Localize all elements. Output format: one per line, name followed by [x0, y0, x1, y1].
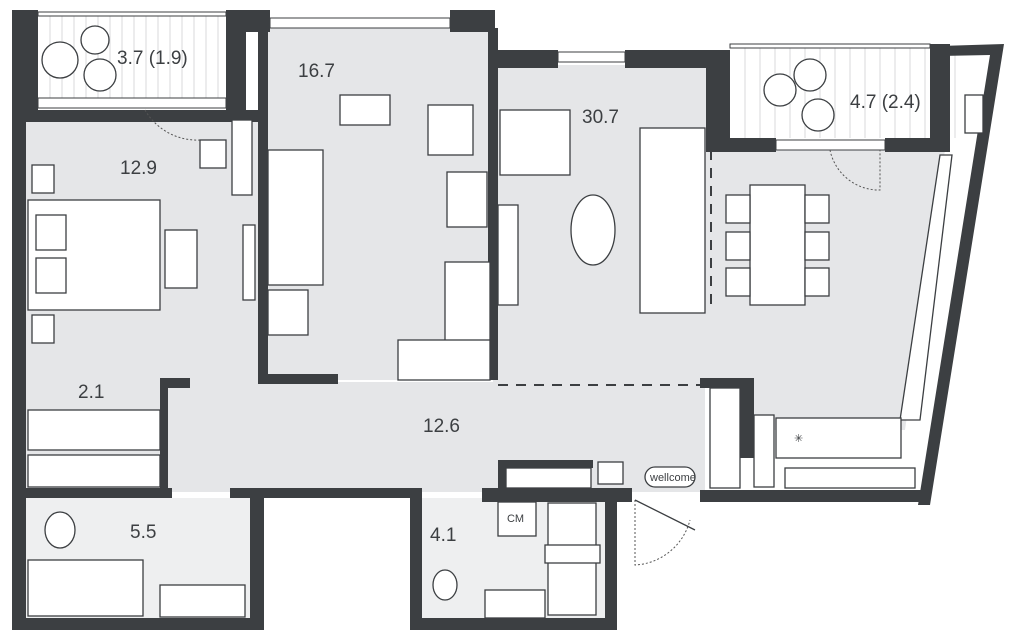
tv-stand: [497, 204, 519, 306]
toilet: [432, 569, 458, 601]
nightstand: [31, 164, 55, 194]
room-area-living-kitchen: 30.7: [582, 107, 619, 128]
wardrobe: [444, 261, 491, 348]
desk: [267, 289, 309, 336]
tv: [242, 224, 256, 301]
toilet: [44, 511, 76, 549]
doors[interactable]: [144, 109, 881, 566]
room-area-balcony-right: 4.7 (2.4): [850, 92, 921, 113]
furniture: ✳: [27, 25, 984, 619]
kitchen-counter: [899, 154, 953, 421]
washing-machine: [497, 501, 537, 537]
dresser: [446, 171, 488, 228]
dining-table: [749, 184, 806, 306]
wardrobe: [397, 339, 491, 381]
kitchen-counter: [775, 417, 902, 459]
ottoman: [164, 229, 198, 289]
room-area-bathroom-1: 5.5: [130, 522, 156, 543]
walls: [12, 10, 1004, 630]
bathtub: [27, 559, 144, 617]
sink: [159, 584, 246, 618]
freezer-icon: ✳: [794, 433, 803, 445]
single-bed: [267, 149, 324, 286]
coffee-table: [570, 194, 616, 266]
doormat-label: wellcome: [649, 472, 696, 484]
armchair: [427, 104, 474, 156]
sofa: [639, 127, 706, 314]
doormat: [644, 466, 696, 488]
room-area-hall: 12.6: [423, 416, 460, 437]
washing-machine-label: СМ: [507, 513, 524, 525]
room-area-bedroom-2: 16.7: [298, 61, 335, 82]
windows: [37, 11, 931, 151]
room-area-bedroom-1: 12.9: [120, 158, 157, 179]
armchair: [499, 109, 571, 176]
nightstand: [31, 314, 55, 344]
room-area-wardrobe: 2.1: [78, 382, 104, 403]
desk: [231, 119, 253, 196]
rug: [339, 94, 391, 126]
room-area-bathroom-2: 4.1: [430, 525, 456, 546]
wardrobe-rail: [27, 409, 161, 451]
shoe-cabinet: [709, 387, 741, 489]
sink: [484, 589, 546, 619]
room-area-balcony-left: 3.7 (1.9): [117, 48, 188, 69]
room-labels: 3.7 (1.9) 16.7 30.7 4.7 (2.4) 12.9 2.1 1…: [78, 48, 921, 546]
